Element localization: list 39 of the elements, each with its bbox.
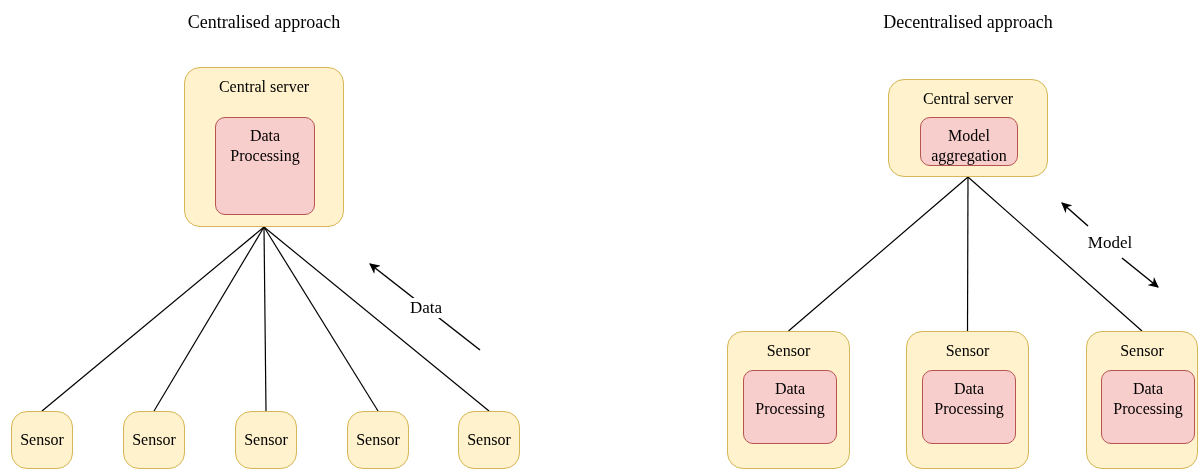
connector-line [263,226,490,412]
process-box [215,117,315,215]
connector-line [153,226,265,412]
rounded-box [347,411,409,469]
container-box [184,67,344,227]
process-box [1101,370,1195,444]
node-label: Central server [217,77,311,97]
heading: Decentralised approach [880,12,1056,33]
rounded-box [11,411,73,469]
rounded-box [235,411,297,469]
node-label: Sensor [1119,341,1165,361]
rounded-box [458,411,520,469]
node-label: Data Processing [933,379,1005,419]
node-label: Data Processing [1112,379,1184,419]
connector-line [966,176,969,332]
rounded-box [123,411,185,469]
connector-line [787,176,969,332]
node-label: Model aggregation [930,126,1008,166]
connector-line [263,226,267,412]
process-box [922,370,1016,444]
container-box [727,331,850,469]
process-box [743,370,837,444]
connector-line [41,226,265,412]
node-label: Sensor [132,429,176,450]
node-label: Data Processing [229,126,301,166]
node-label: Sensor [20,429,64,450]
node-label: Data Processing [754,379,826,419]
container-box [888,79,1048,177]
node-label: Sensor [944,341,991,361]
node-label: Sensor [244,429,288,450]
container-box [906,331,1029,469]
process-box [920,117,1018,166]
node-label: Sensor [467,429,511,450]
connector-line [263,226,379,412]
node-label: Central server [921,89,1015,109]
container-box [1086,331,1198,469]
node-label: Sensor [356,429,400,450]
connector-line [967,176,1143,332]
node-label: Sensor [765,341,812,361]
